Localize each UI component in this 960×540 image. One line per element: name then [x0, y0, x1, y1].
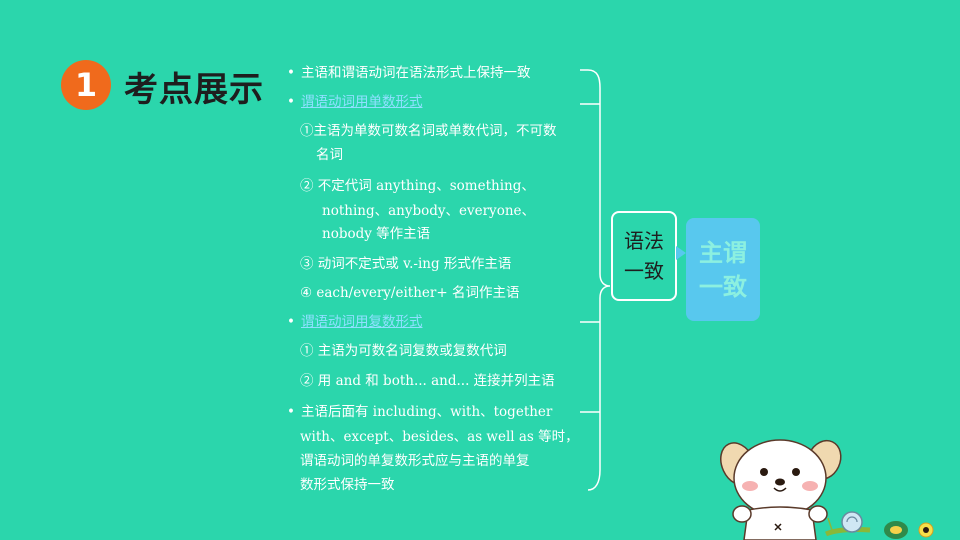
bullet-line: • 谓语动词用复数形式: [287, 313, 422, 331]
text-line-4: 名词: [316, 147, 343, 163]
bullet-line: • 主语和谓语动词在语法形式上保持一致: [287, 64, 530, 82]
text-line-7: nobody 等作主语: [322, 226, 431, 242]
bullet-line: • 主语后面有 including、with、together: [287, 403, 552, 421]
text-line-5: ② 不定代词 anything、something、: [300, 178, 535, 194]
page-title: 考点展示: [124, 70, 264, 110]
bullet-dot: •: [287, 65, 295, 81]
text-line-1: 主语和谓语动词在语法形式上保持一致: [300, 65, 531, 81]
text-line-6: nothing、anybody、everyone、: [322, 203, 536, 219]
flower-icon: [918, 522, 934, 538]
text-line-14: with、except、besides、as well as 等时，: [300, 429, 579, 445]
box2-line2: 一致: [699, 272, 747, 301]
bullet-dot: •: [287, 314, 295, 330]
bullet-dot: •: [287, 404, 295, 420]
text-line-13: 主语后面有 including、with、together: [300, 404, 553, 420]
arrow-icon: [676, 246, 686, 260]
bullet-line: • 谓语动词用单数形式: [287, 93, 422, 111]
text-line-9: ④ each/every/either+ 名词作主语: [300, 285, 520, 301]
box1-line2: 一致: [624, 259, 664, 283]
bullet-dot: •: [287, 94, 295, 110]
subject-verb-agreement-box: 主谓一致: [686, 218, 760, 321]
text-line-8: ③ 动词不定式或 v.-ing 形式作主语: [300, 256, 512, 272]
box1-line1: 语法: [624, 229, 664, 253]
shell-icon: [884, 521, 908, 539]
heading-plural: 谓语动词用复数形式: [300, 314, 423, 330]
cartoon-dog-icon: [720, 439, 934, 540]
heading-singular: 谓语动词用单数形式: [300, 94, 423, 110]
box2-line1: 主谓: [699, 238, 747, 267]
grammar-agreement-box: 语法一致: [611, 211, 677, 301]
snail-icon: [825, 511, 871, 537]
bracket-connector: [580, 69, 611, 491]
text-line-16: 数形式保持一致: [300, 477, 395, 493]
section-number-badge: 1: [61, 60, 111, 110]
text-line-11: ① 主语为可数名词复数或复数代词: [300, 343, 507, 359]
text-line-15: 谓语动词的单复数形式应与主语的单复: [300, 453, 530, 469]
text-line-12: ② 用 and 和 both... and... 连接并列主语: [300, 373, 555, 389]
text-line-3: ①主语为单数可数名词或单数代词，不可数: [300, 123, 557, 139]
